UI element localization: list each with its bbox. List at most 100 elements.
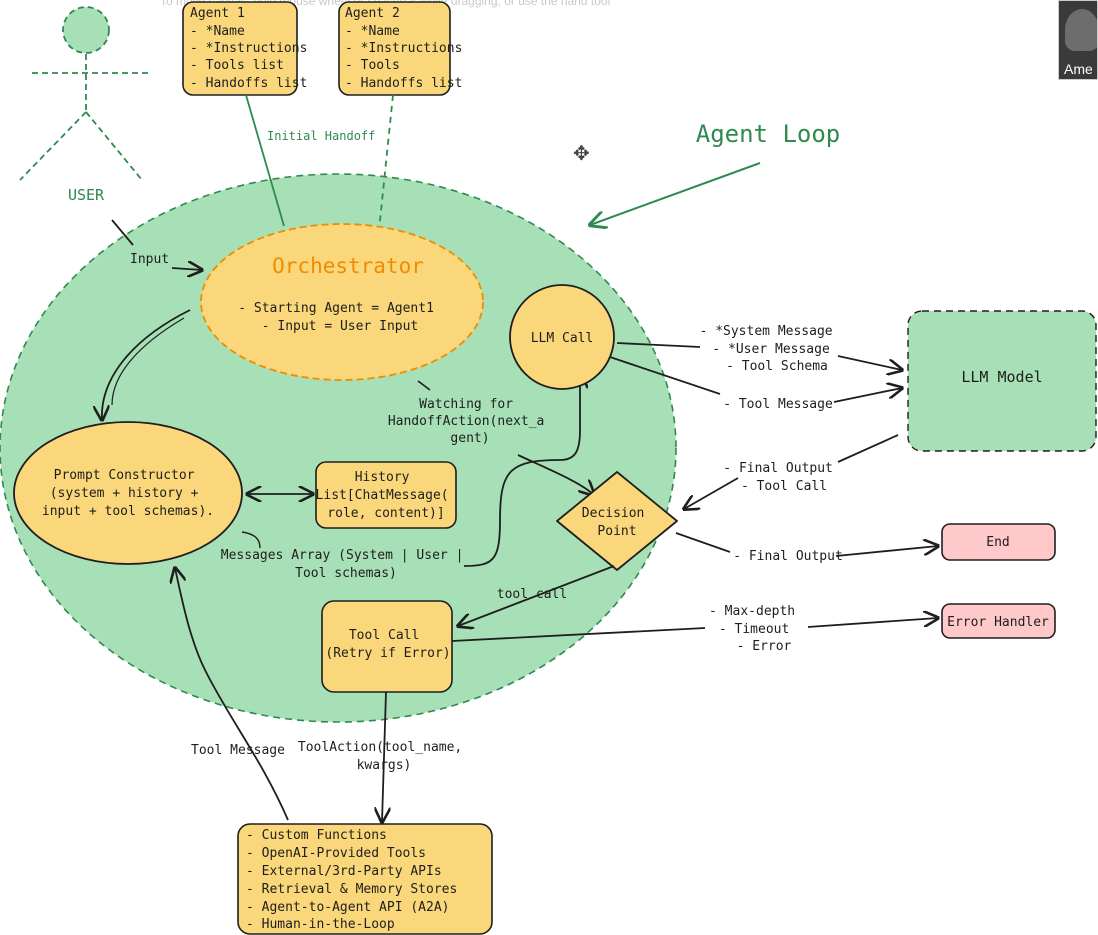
end-node[interactable]: [941, 523, 1056, 561]
user-stick-figure: [19, 6, 148, 181]
llm-call-node[interactable]: [509, 284, 615, 390]
agent1-card[interactable]: [182, 1, 298, 96]
error-handler-node[interactable]: [941, 603, 1056, 639]
prompt-constructor-line: Prompt Constructor: [54, 468, 195, 483]
svg-text:- Starting Agent = Agent1: - Starting Agent = Agent1 - Input = User…: [238, 301, 442, 334]
tools-item: - Agent-to-Agent API (A2A): [246, 900, 450, 915]
svg-text:Decision Point: Decision Point: [582, 506, 652, 539]
prompt-constructor-line: (system + history +: [50, 486, 199, 501]
tools-item: - Human-in-the-Loop: [246, 917, 395, 932]
llm-output-to-decision-arrow: [684, 477, 739, 509]
agent1-line: - *Instructions: [190, 41, 307, 56]
agent-loop-label: Agent Loop: [696, 120, 841, 148]
history-node[interactable]: [315, 461, 457, 529]
llm-output-line: - Final Output: [723, 461, 833, 476]
decision-to-tool-call-arrow: [458, 565, 615, 626]
llm-output-line: - Tool Call: [741, 479, 827, 494]
orchestrator-line: - Starting Agent = Agent1: [238, 301, 434, 316]
watching-to-decision-arrow: [517, 454, 594, 495]
svg-text:History List[ChatMessage(: History List[ChatMessage( role, content)…: [316, 470, 457, 521]
tools-item: - Retrieval & Memory Stores: [246, 882, 457, 897]
llm-model-node[interactable]: [907, 310, 1097, 452]
error-line: - Max-depth: [709, 604, 795, 619]
tool-action-line: ToolAction(tool_name,: [298, 740, 462, 755]
orchestrator-node[interactable]: [200, 223, 484, 381]
tool-message-to-llm-arrow: [833, 388, 902, 403]
llm-input-line: - *User Message: [712, 342, 830, 357]
final-output-label: - Final Output: [733, 549, 843, 564]
llm-call-label: LLM Call: [531, 331, 594, 346]
final-output-to-end-arrow: [835, 546, 938, 557]
participant-silhouette: [1065, 9, 1097, 51]
orchestrator-title: Orchestrator: [272, 254, 424, 278]
tool-message-back-label: Tool Message: [191, 743, 285, 758]
llm-model-label: LLM Model: [961, 368, 1042, 386]
errors-to-handler-arrow: [807, 618, 938, 628]
svg-text:- Max-depth - Timeout: - Max-depth - Timeout - Error: [709, 604, 803, 654]
svg-text:Messages Array (System | User: Messages Array (System | User | Tool sch…: [221, 548, 471, 581]
agent2-line: - Tools: [345, 58, 400, 73]
agent2-card[interactable]: [338, 1, 451, 96]
tools-item: - Custom Functions: [246, 828, 387, 843]
history-line: List[ChatMessage(: [316, 488, 449, 503]
watching-line: Watching for: [419, 397, 513, 412]
decision-point-line: Point: [597, 524, 636, 539]
svg-text:- Final Output - Tool Call: - Final Output - Tool Call: [723, 461, 840, 494]
agent1-title: Agent 1: [190, 6, 245, 21]
input-arrow: [171, 268, 202, 270]
error-handler-label: Error Handler: [947, 615, 1049, 630]
prompt-constructor-line: input + tool schemas).: [42, 504, 214, 519]
tool-message-to-llm-label: - Tool Message: [723, 397, 833, 412]
llm-to-model-tool-line: [609, 356, 721, 395]
agent-loop-region: [0, 173, 677, 723]
llm-input-line: - Tool Schema: [726, 359, 828, 374]
svg-text:Watching for HandoffAction: Watching for HandoffAction(next_a gent): [388, 397, 552, 446]
tool-call-to-errors-line: [451, 627, 706, 642]
user-to-orchestrator-arrow: [111, 219, 134, 246]
tool-call-node[interactable]: [321, 600, 453, 693]
tool-message-back-arrow: [175, 568, 289, 821]
tool-action-line: kwargs): [357, 758, 412, 773]
svg-text:Agent 2 - *Name - *Ins: Agent 2 - *Name - *Instructions - Tools …: [345, 6, 470, 91]
llm-input-line: - *System Message: [700, 324, 833, 339]
agent2-title: Agent 2: [345, 6, 400, 21]
move-cursor-icon: ✥: [573, 141, 590, 165]
agent1-line: - *Name: [190, 24, 245, 39]
initial-handoff-label: Initial Handoff: [267, 129, 375, 143]
tool-call-edge-label: tool call: [497, 587, 567, 602]
history-line: History: [355, 470, 410, 485]
llm-inputs-arrow: [837, 355, 902, 370]
prompt-constructor-node[interactable]: [13, 421, 243, 565]
svg-text:- *System Message - *User: - *System Message - *User Message - Tool…: [700, 324, 841, 374]
orchestrator-to-prompt-arrow: [102, 309, 191, 420]
svg-text:ToolAction(tool_name, kwar: ToolAction(tool_name, kwargs): [298, 740, 470, 773]
participant-name: Ame: [1064, 61, 1093, 77]
end-label: End: [986, 535, 1009, 550]
decision-to-final-line: [675, 532, 731, 553]
agent2-line: - *Name: [345, 24, 400, 39]
orchestrator-to-prompt-arrow-shadow: [111, 317, 185, 406]
watching-line: HandoffAction(next_a: [388, 414, 545, 429]
agent-loop-pointer-arrow: [590, 162, 761, 225]
agent1-handoff-line: [245, 94, 285, 227]
llm-to-model-line: [616, 342, 701, 348]
svg-text:- Custom Functions - OpenA: - Custom Functions - OpenAI-Provided Too…: [246, 828, 465, 932]
messages-array-connector: [241, 531, 261, 549]
decision-point-line: Decision: [582, 506, 645, 521]
tools-box[interactable]: [237, 823, 493, 935]
orchestrator-line: - Input = User Input: [262, 319, 419, 334]
tool-call-to-tools-arrow: [382, 691, 386, 822]
agent2-line: - Handoffs list: [345, 76, 462, 91]
messages-array-line: Tool schemas): [295, 566, 397, 581]
history-line: role, content)]: [327, 506, 444, 521]
model-output-line: [837, 434, 899, 463]
user-label: USER: [68, 186, 105, 204]
participant-video-thumbnail[interactable]: Ame: [1058, 0, 1098, 80]
tool-call-node-line: (Retry if Error): [325, 646, 450, 661]
decision-point-node[interactable]: [556, 471, 678, 571]
messages-to-llm-arrow: [463, 374, 580, 567]
agent2-line: - *Instructions: [345, 41, 462, 56]
watching-line: gent): [450, 431, 489, 446]
svg-text:Prompt Constructor (system: Prompt Constructor (system + history + i…: [42, 468, 214, 519]
